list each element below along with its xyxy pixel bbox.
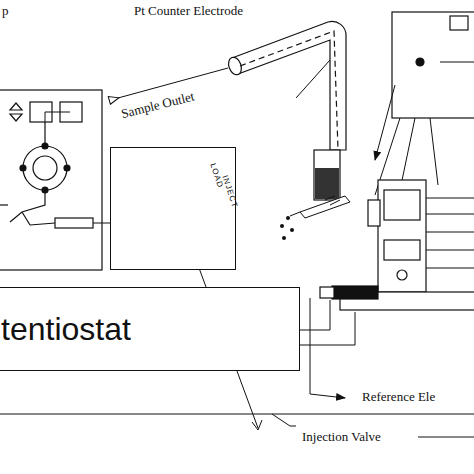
pump-to-valve-tubing <box>45 112 70 122</box>
pump-panel <box>33 156 57 180</box>
alligator-clips <box>300 196 350 218</box>
collection-vial <box>314 150 340 200</box>
collection-vial <box>315 168 339 199</box>
flow-cell <box>368 200 380 226</box>
electrode-leads <box>375 85 395 160</box>
potentiostat-box: tentiostat <box>0 287 300 371</box>
cell-base <box>320 286 474 310</box>
detector-box <box>450 16 468 30</box>
injection-valve-label: Injection Valve <box>300 430 383 444</box>
drops <box>280 224 284 228</box>
alligator-clips <box>290 212 300 216</box>
potentiostat-wires <box>300 312 355 345</box>
flow-cell <box>384 190 420 220</box>
valve-position-label: INJECT <box>220 174 239 209</box>
drops <box>282 236 286 240</box>
pump-panel <box>10 122 45 225</box>
electrode-leads <box>296 60 330 98</box>
detector-box <box>416 58 424 66</box>
outlet-label: Sample Outlet <box>118 89 198 122</box>
counter-electrode-label: Pt Counter Electrode <box>132 4 245 18</box>
potentiostat-wires <box>300 300 330 330</box>
flow-cell <box>426 198 474 268</box>
pump-panel <box>30 223 110 225</box>
potentiostat-wires <box>272 414 296 426</box>
reference-electrode-label: Reference Ele <box>360 390 437 404</box>
drops <box>280 216 294 240</box>
drops <box>290 228 294 232</box>
instrument-name: tentiostat <box>1 311 131 348</box>
valve-panel: LOADINJECT <box>110 147 236 270</box>
cell-base <box>332 286 378 299</box>
potentiostat-wires <box>418 437 474 438</box>
pump-panel <box>0 90 110 270</box>
alligator-clips <box>290 196 350 218</box>
pump-panel <box>23 146 67 190</box>
detector-box <box>440 61 474 62</box>
valve-lead <box>252 420 262 430</box>
cell-base <box>320 287 334 298</box>
potentiostat-wires <box>0 414 474 415</box>
collection-vial <box>314 150 340 200</box>
detector-box <box>392 12 474 118</box>
potentiostat-wires <box>310 298 345 398</box>
detector-box <box>392 12 474 118</box>
pump-panel <box>0 90 102 270</box>
pump-panel <box>0 204 8 205</box>
outlet-tube <box>226 21 346 150</box>
outlet-tube <box>232 21 346 150</box>
pump-panel <box>20 165 26 171</box>
pump-to-valve-tubing <box>45 112 70 122</box>
pump-panel <box>64 165 70 171</box>
pump-label: p <box>0 4 11 18</box>
flow-cell <box>378 180 426 292</box>
drops <box>286 216 290 220</box>
pump-panel <box>10 103 22 121</box>
flow-cell <box>384 240 420 260</box>
flow-cell <box>368 180 474 292</box>
electrode-leads <box>296 60 438 195</box>
pump-panel <box>55 218 93 228</box>
alligator-clips <box>325 196 340 205</box>
flow-cell <box>397 270 407 280</box>
outlet-tube <box>240 31 338 150</box>
